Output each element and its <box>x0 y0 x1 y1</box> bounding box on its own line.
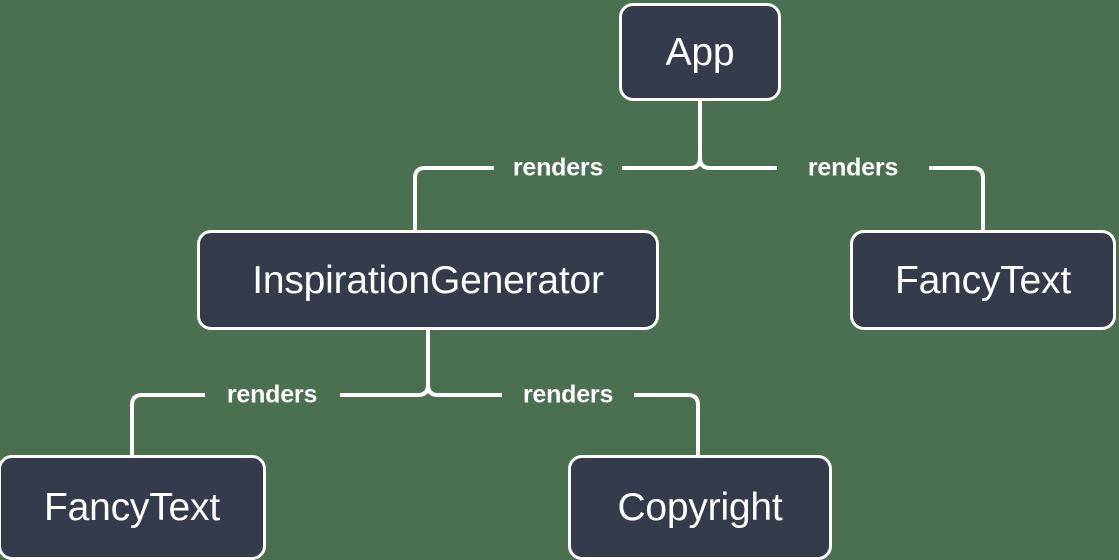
node-fancytext-bottom[interactable]: FancyText <box>0 455 266 560</box>
node-copyright[interactable]: Copyright <box>568 455 832 560</box>
node-label-inspiration-generator: InspirationGenerator <box>252 258 604 302</box>
node-label-fancytext-bottom: FancyText <box>44 486 220 529</box>
node-label-app: App <box>665 30 735 74</box>
node-label-fancytext-right: FancyText <box>895 258 1071 302</box>
edge-label-inspiration-generator-to-fancytext-bottom: renders <box>226 380 318 409</box>
edge-label-app-to-fancytext-right: renders <box>807 153 899 182</box>
edge-label-app-to-inspiration-generator: renders <box>512 153 604 182</box>
edge-label-inspiration-generator-to-copyright: renders <box>522 380 614 409</box>
node-app[interactable]: App <box>619 3 781 101</box>
node-inspiration-generator[interactable]: InspirationGenerator <box>197 230 659 330</box>
node-fancytext-right[interactable]: FancyText <box>850 230 1116 330</box>
node-label-copyright: Copyright <box>617 486 783 529</box>
